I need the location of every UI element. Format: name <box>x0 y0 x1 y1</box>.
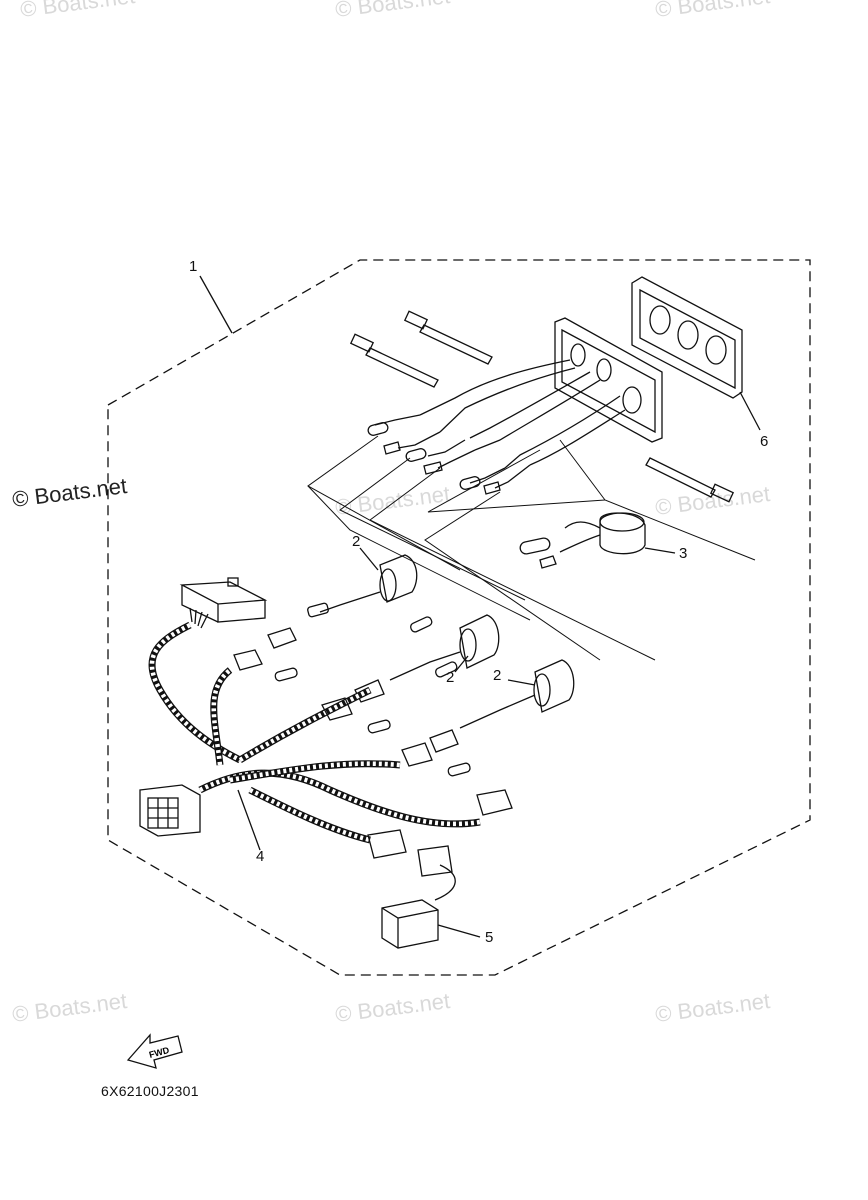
callout-2-upper: 2 <box>352 533 361 550</box>
reference-lines <box>307 435 756 661</box>
panel-wire-6 <box>529 409 626 466</box>
leader-4 <box>237 789 261 851</box>
receptacle-right <box>429 659 575 753</box>
callout-5: 5 <box>485 929 494 946</box>
panel-wire-4 <box>474 379 601 451</box>
leader-2c <box>507 679 536 686</box>
leader-6 <box>739 391 761 431</box>
callout-4: 4 <box>256 848 265 865</box>
leader-3 <box>644 547 676 554</box>
callout-1: 1 <box>189 258 198 275</box>
assembly-boundary <box>107 259 811 976</box>
callout-3: 3 <box>679 545 688 562</box>
cable-tie-2 <box>403 310 493 365</box>
fwd-label: FWD <box>148 1045 171 1060</box>
panel-cover <box>631 276 761 431</box>
receptacle-middle <box>354 614 500 703</box>
main-harness <box>139 577 513 859</box>
panel-wire-2 <box>439 367 576 433</box>
leader-2a <box>359 547 379 571</box>
callout-2-middle: 2 <box>446 669 455 686</box>
diagram-code: 6X62100J2301 <box>101 1083 199 1099</box>
resistor-module <box>381 845 481 949</box>
switch-panel <box>554 317 663 443</box>
leader-2b <box>454 655 469 673</box>
leader-5 <box>437 924 481 938</box>
leader-1 <box>199 275 233 334</box>
callout-6: 6 <box>760 433 769 450</box>
panel-wire-3 <box>469 371 591 439</box>
fwd-arrow-icon <box>126 1033 183 1069</box>
panel-wire-1 <box>419 359 571 416</box>
top-terminals <box>367 414 531 495</box>
cable-tie-3 <box>645 457 735 503</box>
callout-2-right: 2 <box>493 667 502 684</box>
panel-wire-5 <box>504 395 621 469</box>
receptacle-upper <box>267 547 418 649</box>
cable-tie-1 <box>349 333 439 388</box>
relay <box>519 512 676 569</box>
